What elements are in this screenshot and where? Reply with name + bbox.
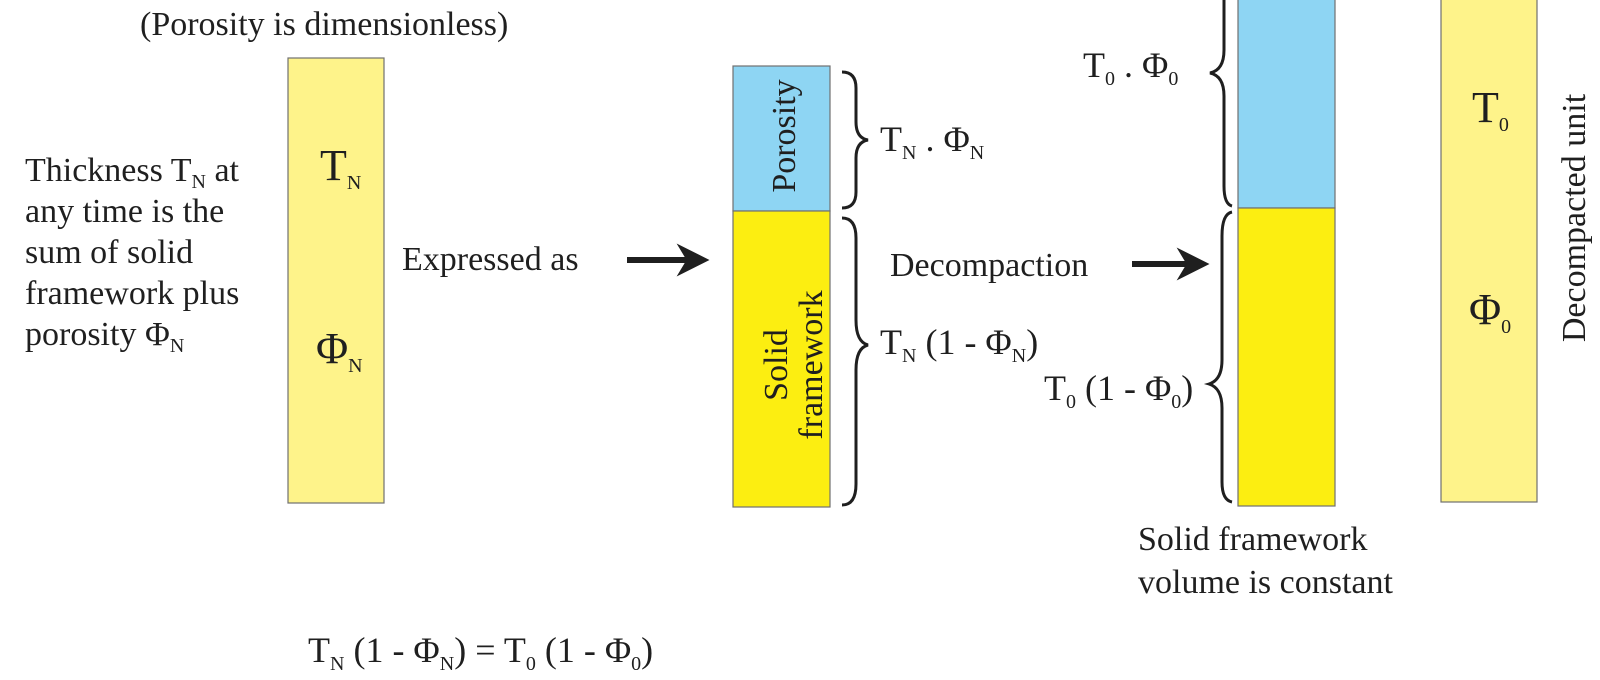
porosity-note: (Porosity is dimensionless) [140,6,508,43]
porosity-0-formula: T0 . Φ0 [1083,45,1178,90]
description-line-4: framework plus [25,275,239,312]
description-line-2: any time is the [25,193,224,230]
decompacted-unit-column [1440,0,1538,503]
decompacted-solid-segment [1237,207,1336,507]
compacted-unit-column [287,57,385,504]
unit-n-porosity-label: ΦN [316,324,363,377]
solid-0-formula: T0 (1 - Φ0) [1044,368,1193,413]
unit-0-thickness-label: T0 [1472,83,1509,136]
porosity-n-formula: TN . ΦN [880,119,984,164]
solid-constant-line-1: Solid framework [1138,521,1367,558]
left-description: Thickness TN at any time is the sum of s… [25,152,240,357]
description-line-1: Thickness TN at [25,152,240,193]
porosity-0-brace [1209,0,1233,208]
expressed-as-label: Expressed as [402,241,579,278]
description-line-5: porosity ΦN [25,316,184,357]
solid-0-brace [1203,210,1233,504]
solid-constant-line-2: volume is constant [1138,564,1394,601]
solid-segment-label-line-1: Solid [758,329,795,401]
porosity-segment [732,65,831,212]
decompacted-unit-label: Decompacted unit [1556,93,1593,342]
solid-segment-label-line-2: framework [793,290,830,439]
decompaction-equation: TN (1 - ΦN) = T0 (1 - Φ0) [308,630,653,675]
description-line-3: sum of solid [25,234,193,271]
solid-n-brace [841,216,869,507]
unit-0-porosity-label: Φ0 [1469,285,1511,338]
porosity-segment-label: Porosity [766,79,803,192]
decompacted-porosity-segment [1237,0,1336,209]
solid-framework-segment [732,210,831,508]
porosity-n-brace [841,70,869,210]
solid-n-formula: TN (1 - ΦN) [880,322,1038,367]
unit-n-thickness-label: TN [320,141,361,194]
decompaction-label: Decompaction [890,247,1088,284]
